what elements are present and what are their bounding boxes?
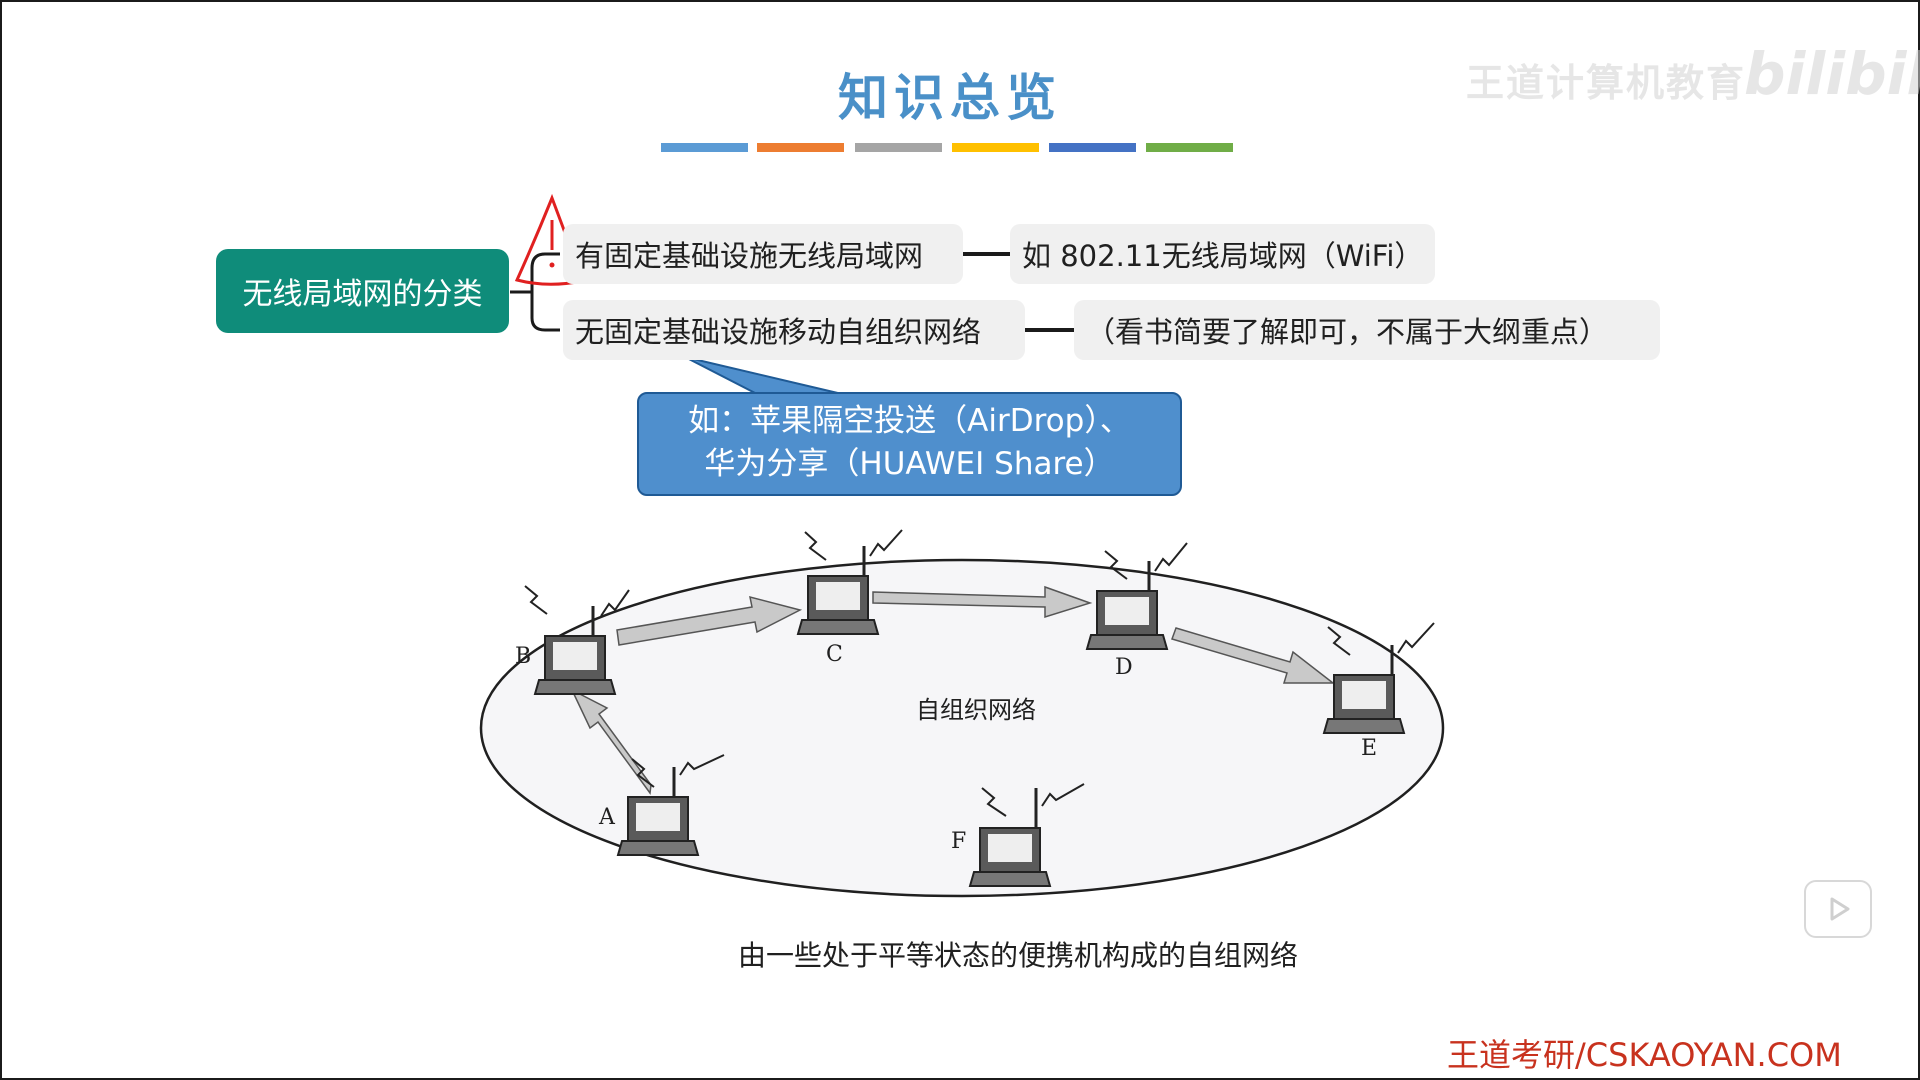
callout-pointer xyxy=(684,356,843,395)
antenna-icon xyxy=(1327,622,1435,675)
color-bar-4 xyxy=(952,143,1039,152)
antenna-icon xyxy=(804,529,903,576)
laptop-icon xyxy=(968,827,1052,887)
laptop-icon xyxy=(1322,674,1406,734)
laptop-node-f xyxy=(968,783,1085,887)
bilibili-logo: bilibili xyxy=(1744,40,1920,108)
arrow-d-to-e xyxy=(1171,627,1336,684)
arrow-a-to-b xyxy=(570,688,652,795)
laptop-node-a xyxy=(616,754,725,856)
color-bar-6 xyxy=(1146,143,1233,152)
node-label-d: D xyxy=(1115,655,1133,680)
arrow-b-to-c xyxy=(616,595,803,646)
arrow-c-to-d xyxy=(872,585,1093,619)
color-bar-3 xyxy=(855,143,942,152)
laptop-node-d xyxy=(1085,542,1188,650)
footer-brand: 王道考研/CSKAOYAN.COM xyxy=(1447,1036,1842,1074)
laptop-icon xyxy=(616,796,700,856)
laptop-node-e xyxy=(1322,622,1435,734)
color-bar-1 xyxy=(661,143,748,152)
watermark: 王道计算机教育 xyxy=(1466,61,1747,105)
laptop-icon xyxy=(796,575,880,635)
node-label-e: E xyxy=(1361,736,1378,761)
antenna-icon xyxy=(524,585,630,636)
branch-adhoc-note: （看书简要了解即可，不属于大纲重点） xyxy=(1074,300,1660,360)
node-label-a: A xyxy=(599,805,615,830)
branch-infrastructure-wlan: 有固定基础设施无线局域网 xyxy=(563,224,963,284)
flow-arrows xyxy=(570,585,1336,795)
laptop-node-c xyxy=(796,529,903,635)
antenna-icon xyxy=(981,783,1085,828)
diagram-caption: 由一些处于平等状态的便携机构成的自组网络 xyxy=(737,939,1298,972)
laptop-node-b xyxy=(524,585,630,695)
antenna-icon xyxy=(631,754,725,797)
color-bar-5 xyxy=(1049,143,1136,152)
callout-line-1: 如：苹果隔空投送（AirDrop）、 xyxy=(688,403,1131,439)
network-center-label: 自组织网络 xyxy=(916,696,1036,724)
node-label-c: C xyxy=(826,642,843,667)
callout-line-2: 华为分享（HUAWEI Share） xyxy=(704,446,1115,482)
laptop-icon xyxy=(533,635,617,695)
mindmap-root: 无线局域网的分类 xyxy=(216,249,509,333)
play-button[interactable] xyxy=(1804,880,1872,938)
example-callout: 如：苹果隔空投送（AirDrop）、 华为分享（HUAWEI Share） xyxy=(637,392,1182,496)
mindmap-brace xyxy=(510,252,560,332)
play-icon xyxy=(1830,897,1850,921)
slide-title: 知识总览 xyxy=(838,69,1062,127)
node-label-f: F xyxy=(951,829,967,854)
node-label-b: B xyxy=(515,644,532,669)
branch-adhoc-network: 无固定基础设施移动自组织网络 xyxy=(563,300,1025,360)
branch-infrastructure-note: 如 802.11无线局域网（WiFi） xyxy=(1010,224,1435,284)
antenna-icon xyxy=(1104,542,1188,591)
laptop-icon xyxy=(1085,590,1169,650)
color-bar-2 xyxy=(757,143,844,152)
